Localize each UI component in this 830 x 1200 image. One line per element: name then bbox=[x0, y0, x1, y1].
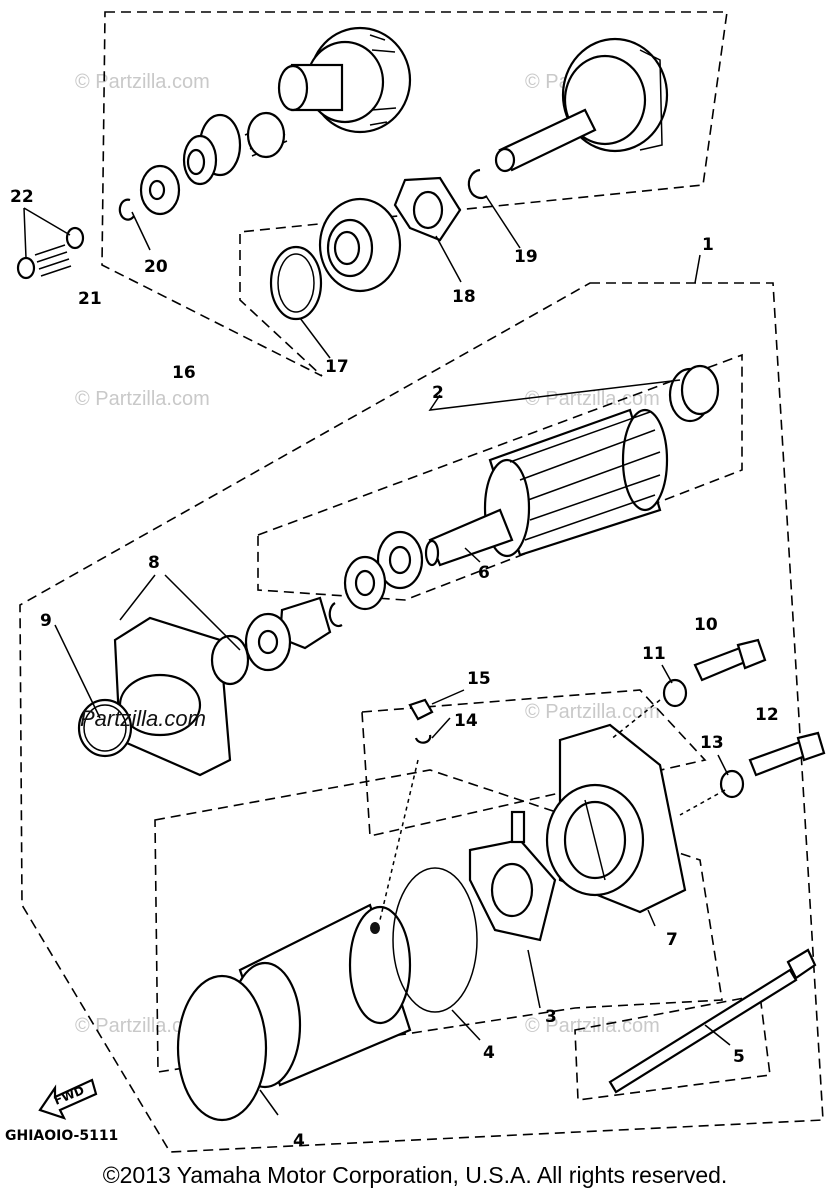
spring bbox=[244, 111, 288, 159]
clip-18 bbox=[393, 176, 462, 242]
thrust-bearing-17 bbox=[269, 245, 323, 321]
callout-10: 10 bbox=[694, 615, 718, 635]
copyright-notice: ©2013 Yamaha Motor Corporation, U.S.A. A… bbox=[102, 1162, 728, 1188]
bearing-cover bbox=[318, 197, 402, 293]
callout-3: 3 bbox=[545, 1007, 557, 1027]
watermark: © Partzilla.com bbox=[75, 71, 210, 93]
washer bbox=[139, 164, 181, 216]
callout-14: 14 bbox=[454, 711, 478, 731]
callout-17: 17 bbox=[325, 357, 349, 377]
callout-1: 1 bbox=[702, 235, 714, 255]
callout-19: 19 bbox=[514, 247, 538, 267]
callout-15: 15 bbox=[467, 669, 491, 689]
group-outline-bolt bbox=[574, 994, 771, 1101]
sleeve bbox=[182, 113, 242, 186]
washer-set bbox=[328, 364, 720, 628]
bolt-10 bbox=[693, 638, 767, 682]
callout-20: 20 bbox=[144, 257, 168, 277]
washer-14 bbox=[414, 734, 432, 744]
callout-5: 5 bbox=[733, 1047, 745, 1067]
group-outline-brush bbox=[361, 689, 707, 837]
washer-13 bbox=[719, 769, 745, 799]
circlip-19 bbox=[467, 168, 488, 199]
through-bolt-5 bbox=[608, 948, 817, 1094]
leader-lines bbox=[23, 195, 731, 1116]
callout-2: 2 bbox=[432, 383, 444, 403]
spring-21-assembly bbox=[16, 226, 85, 280]
pinion-gear-assembly bbox=[277, 26, 412, 134]
callout-12: 12 bbox=[755, 705, 779, 725]
group-outline-1 bbox=[19, 282, 824, 1153]
armature-2 bbox=[424, 408, 669, 567]
callout-9: 9 bbox=[40, 611, 52, 631]
front-cover-8 bbox=[113, 612, 292, 777]
gasket-4-rear bbox=[392, 867, 478, 1013]
watermark: © Partzilla.com bbox=[75, 1015, 210, 1037]
fwd-arrow-icon: FWD bbox=[38, 1078, 98, 1120]
watermark-dark: Partzilla.com bbox=[80, 706, 206, 731]
o-ring-9 bbox=[77, 698, 133, 758]
gasket-4-front bbox=[176, 974, 268, 1122]
brush-holder-3 bbox=[468, 810, 557, 942]
watermark: © Partzilla.com bbox=[525, 388, 660, 410]
bolt-12 bbox=[748, 731, 826, 777]
group-outline-16 bbox=[101, 11, 728, 377]
watermark: © Partzilla.com bbox=[525, 701, 660, 723]
callout-4: 4 bbox=[483, 1043, 495, 1063]
group-outline-yoke bbox=[154, 769, 723, 1073]
diagram-code: GHIAOIO-5111 bbox=[5, 1128, 118, 1144]
callout-6: 6 bbox=[478, 563, 490, 583]
callout-18: 18 bbox=[452, 287, 476, 307]
callout-11: 11 bbox=[642, 644, 666, 664]
washer-11 bbox=[662, 678, 688, 708]
callout-21: 21 bbox=[78, 289, 102, 309]
circlip-20 bbox=[118, 198, 135, 221]
clutch-shaft-assembly bbox=[494, 37, 669, 173]
nut-15 bbox=[408, 698, 434, 721]
callout-13: 13 bbox=[700, 733, 724, 753]
callout-16: 16 bbox=[172, 363, 196, 383]
callout-8: 8 bbox=[148, 553, 160, 573]
watermark: © Partzilla.com bbox=[75, 388, 210, 410]
rear-cover-7 bbox=[545, 723, 687, 914]
callout-7: 7 bbox=[666, 930, 678, 950]
callout-22: 22 bbox=[10, 187, 34, 207]
callout-4: 4 bbox=[293, 1131, 305, 1151]
